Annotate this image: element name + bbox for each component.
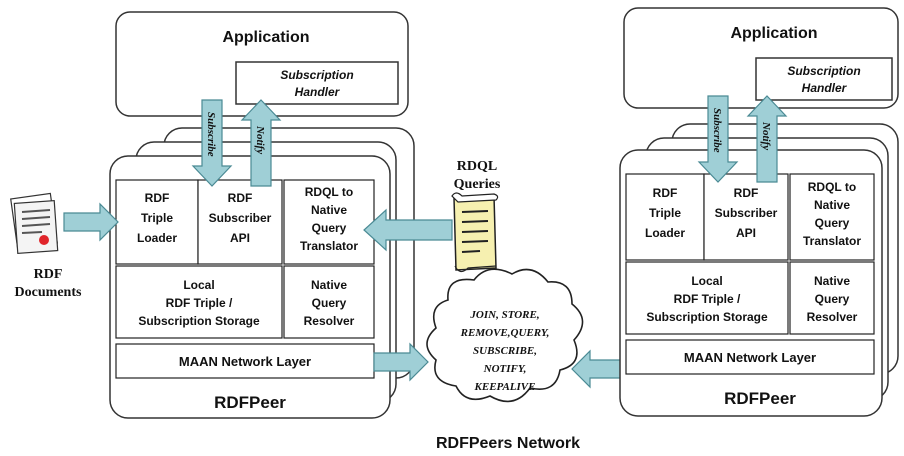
right-rdfpeer-title: RDFPeer xyxy=(724,389,796,408)
left-translator-line3: Query xyxy=(312,221,347,235)
rdql-queries-line2: Queries xyxy=(454,177,501,192)
network-msg-line4: NOTIFY, xyxy=(483,363,527,375)
right-triple-loader-line2: Triple xyxy=(649,206,681,220)
right-subscriber-api-line3: API xyxy=(736,226,756,240)
queries-to-translator-arrow xyxy=(363,208,453,252)
left-network-layer-box xyxy=(115,343,375,379)
right-storage-line3: Subscription Storage xyxy=(646,310,768,324)
document-stack-icon xyxy=(10,192,59,254)
network-msg-line3: SUBSCRIBE, xyxy=(473,345,537,357)
right-resolver-line1: Native xyxy=(814,274,850,288)
left-subscriber-api-box xyxy=(197,179,283,265)
right-subscription-handler-line2: Handler xyxy=(802,81,848,95)
scroll-icon xyxy=(451,192,499,273)
right-triple-loader-line3: Loader xyxy=(645,226,685,240)
right-subscriber-api-line2: Subscriber xyxy=(715,206,778,220)
documents-to-loader-arrow xyxy=(63,202,119,242)
right-resolver-line2: Query xyxy=(815,292,850,306)
left-triple-loader-line3: Loader xyxy=(137,231,177,245)
right-storage-line1: Local xyxy=(691,274,722,288)
left-notify-arrow xyxy=(240,99,282,187)
left-triple-loader-line2: Triple xyxy=(141,211,173,225)
left-translator-line1: RDQL to xyxy=(305,185,353,199)
left-storage-line3: Subscription Storage xyxy=(138,314,260,328)
rdql-queries-line1: RDQL xyxy=(457,159,497,174)
left-translator-box xyxy=(283,179,375,265)
right-triple-loader-box xyxy=(625,173,705,261)
right-application-label: Application xyxy=(730,25,817,42)
right-network-layer-label: MAAN Network Layer xyxy=(684,350,816,365)
network-title: RDFPeers Network xyxy=(436,435,580,452)
left-resolver-line3: Resolver xyxy=(304,314,355,328)
left-subscriber-api-line2: Subscriber xyxy=(209,211,272,225)
left-storage-box xyxy=(115,265,283,339)
left-resolver-box xyxy=(283,265,375,339)
left-triple-loader-line1: RDF xyxy=(145,191,170,205)
right-translator-line2: Native xyxy=(814,198,850,212)
right-translator-line3: Query xyxy=(815,216,850,230)
right-rdfpeer: Application Subscription Handler RDF Tri… xyxy=(619,7,899,417)
left-notify-label: Notify xyxy=(254,125,266,154)
left-subscription-handler-line2: Handler xyxy=(295,85,341,99)
right-subscription-handler-line1: Subscription xyxy=(787,64,860,78)
network-msg-line1: JOIN, STORE, xyxy=(469,309,539,321)
right-storage-box xyxy=(625,261,789,335)
right-subscriber-api-box xyxy=(703,173,789,261)
left-rdfpeer: Application Subscription Handler RDF Tri… xyxy=(109,11,415,419)
left-resolver-line1: Native xyxy=(311,278,347,292)
left-subscribe-arrow xyxy=(191,99,233,187)
left-storage-line2: RDF Triple / xyxy=(166,296,233,310)
left-translator-line4: Translator xyxy=(300,239,358,253)
left-layer-to-network-arrow xyxy=(373,342,429,382)
right-translator-line1: RDQL to xyxy=(808,180,856,194)
right-resolver-box xyxy=(789,261,875,335)
rdf-documents-group: RDF Documents xyxy=(10,192,119,300)
right-subscription-handler-box xyxy=(755,57,893,101)
left-subscription-handler-box xyxy=(235,61,399,105)
cloud-icon xyxy=(426,268,584,403)
right-network-layer-box xyxy=(625,339,875,375)
right-subscriber-api-line1: RDF xyxy=(734,186,759,200)
right-triple-loader-line1: RDF xyxy=(653,186,678,200)
rdfpeers-network-group: JOIN, STORE, REMOVE,QUERY, SUBSCRIBE, NO… xyxy=(373,268,629,452)
left-subscriber-api-line3: API xyxy=(230,231,250,245)
rdf-documents-line1: RDF xyxy=(34,267,63,282)
rdf-documents-line2: Documents xyxy=(15,285,82,300)
left-triple-loader-box xyxy=(115,179,199,265)
left-subscription-handler-line1: Subscription xyxy=(280,68,353,82)
right-translator-line4: Translator xyxy=(803,234,861,248)
network-msg-line5: KEEPALIVE xyxy=(474,381,536,393)
right-translator-box xyxy=(789,173,875,261)
right-subscribe-arrow xyxy=(697,95,739,183)
left-storage-line1: Local xyxy=(183,278,214,292)
left-subscribe-label: Subscribe xyxy=(205,112,217,157)
network-msg-line2: REMOVE,QUERY, xyxy=(460,327,550,339)
right-resolver-line3: Resolver xyxy=(807,310,858,324)
right-notify-arrow xyxy=(746,95,788,183)
rdql-queries-group: RDQL Queries xyxy=(363,159,501,273)
left-application-label: Application xyxy=(222,29,309,46)
left-rdfpeer-title: RDFPeer xyxy=(214,393,286,412)
right-storage-line2: RDF Triple / xyxy=(674,292,741,306)
left-subscriber-api-line1: RDF xyxy=(228,191,253,205)
left-resolver-line2: Query xyxy=(312,296,347,310)
right-subscribe-label: Subscribe xyxy=(711,108,723,153)
left-translator-line2: Native xyxy=(311,203,347,217)
left-network-layer-label: MAAN Network Layer xyxy=(179,354,311,369)
right-notify-label: Notify xyxy=(760,121,772,150)
